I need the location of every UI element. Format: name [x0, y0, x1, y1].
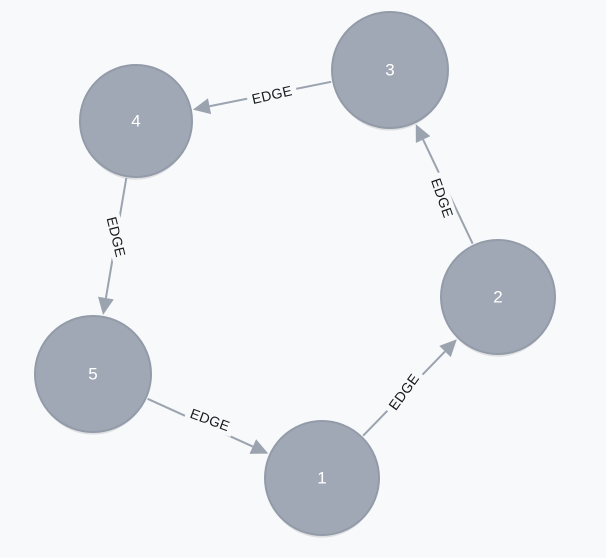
edge-label-backdrop	[101, 210, 131, 264]
node-circle[interactable]	[440, 239, 556, 355]
node-circle[interactable]	[34, 315, 152, 433]
graph-node-1[interactable]: 1	[264, 420, 380, 538]
node-circle[interactable]	[264, 420, 380, 536]
edge-label-group-3-4: EDGE	[245, 80, 299, 110]
edge-label-backdrop	[183, 402, 237, 438]
node-circle[interactable]	[331, 11, 449, 129]
edge-label: EDGE	[188, 405, 232, 434]
edge-label-group-5-1: EDGE	[183, 402, 237, 438]
edge-label-backdrop	[425, 171, 459, 225]
nodes-layer: 12 3 4 5	[34, 11, 556, 538]
edge-label-group-4-5: EDGE	[101, 210, 131, 264]
edge-label-group-1-2: EDGE	[382, 366, 426, 418]
edge-arrowhead-icon	[249, 439, 269, 454]
edge-arrowhead-icon	[439, 339, 457, 358]
node-circle[interactable]	[79, 64, 193, 178]
graph-node-2[interactable]: 2	[440, 239, 556, 357]
edge-arrowhead-icon	[415, 124, 431, 143]
graph-node-3[interactable]: 3	[331, 11, 449, 131]
edge-arrowhead-icon	[98, 296, 114, 315]
edge-label-group-2-3: EDGE	[425, 171, 459, 225]
graph-node-4[interactable]: 4	[79, 64, 193, 180]
edge-arrowhead-icon	[192, 98, 212, 115]
edge-label-backdrop	[245, 80, 299, 110]
graph-node-5[interactable]: 5	[34, 315, 152, 435]
edge-label-backdrop	[382, 366, 426, 418]
edge-label: EDGE	[428, 176, 456, 220]
